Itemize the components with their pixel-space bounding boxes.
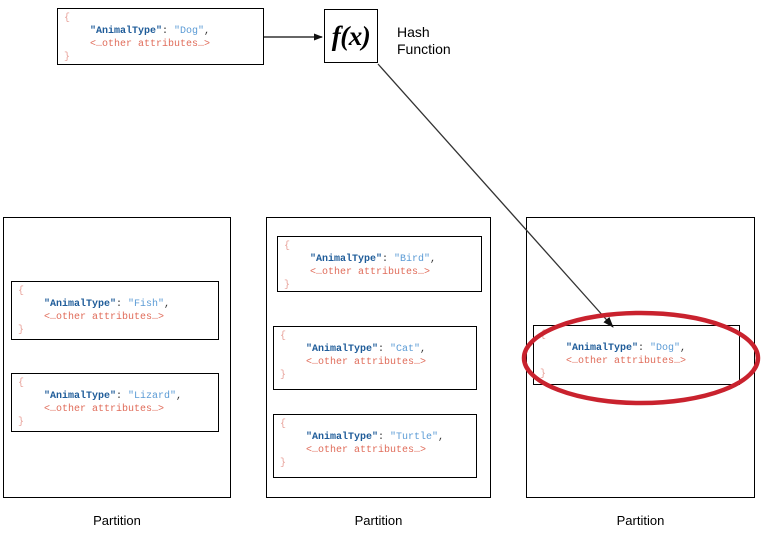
record-value: "Dog" — [650, 343, 681, 354]
record-attributes: <…other attributes…> — [44, 404, 165, 415]
hash-function-label-text: Hash Function — [397, 24, 451, 57]
record-key: "AnimalType" — [44, 299, 117, 310]
input-colon: : — [162, 26, 175, 37]
record-key: "AnimalType" — [44, 391, 117, 402]
record-attributes: <…other attributes…> — [310, 267, 431, 278]
record-value: "Cat" — [390, 344, 421, 355]
partition-label-text: Partition — [616, 513, 665, 528]
record-key: "AnimalType" — [306, 344, 379, 355]
input-close-brace: } — [64, 52, 71, 63]
record-colon: : — [378, 344, 391, 355]
record-attributes: <…other attributes…> — [44, 312, 165, 323]
record-value: "Lizard" — [128, 391, 177, 402]
partition-3-label: Partition — [526, 513, 755, 528]
partition-1-record-1-box: { "AnimalType": "Fish", <…other attribut… — [11, 281, 219, 340]
partition-2-record-3-box: { "AnimalType": "Turtle", <…other attrib… — [273, 414, 477, 478]
record-open-brace: { — [540, 330, 547, 341]
record-open-brace: { — [18, 378, 25, 389]
record-key: "AnimalType" — [306, 432, 379, 443]
partition-2-record-2-box: { "AnimalType": "Cat", <…other attribute… — [273, 326, 477, 390]
input-attributes: <…other attributes…> — [90, 39, 211, 50]
record-open-brace: { — [280, 419, 287, 430]
partition-2-label: Partition — [266, 513, 491, 528]
record-close-brace: } — [280, 370, 287, 381]
record-comma: , — [430, 254, 437, 265]
record-colon: : — [382, 254, 395, 265]
record-open-brace: { — [280, 331, 287, 342]
hash-function-text: f(x) — [331, 20, 371, 51]
hash-function-box: f(x) — [324, 9, 378, 63]
input-comma: , — [204, 26, 211, 37]
input-key: "AnimalType" — [90, 26, 163, 37]
record-comma: , — [420, 344, 427, 355]
partition-label-text: Partition — [93, 513, 141, 528]
record-close-brace: } — [280, 458, 287, 469]
record-value: "Bird" — [394, 254, 431, 265]
record-comma: , — [176, 391, 183, 402]
input-open-brace: { — [64, 13, 71, 24]
record-close-brace: } — [18, 417, 25, 428]
partition-1-box — [3, 217, 231, 498]
input-value: "Dog" — [174, 26, 205, 37]
record-comma: , — [438, 432, 445, 443]
record-attributes: <…other attributes…> — [306, 357, 427, 368]
record-close-brace: } — [284, 280, 291, 291]
hash-function-label: Hash Function — [397, 24, 487, 58]
record-attributes: <…other attributes…> — [306, 445, 427, 456]
record-value: "Turtle" — [390, 432, 439, 443]
partition-label-text: Partition — [354, 513, 403, 528]
record-colon: : — [638, 343, 651, 354]
record-colon: : — [116, 391, 129, 402]
record-key: "AnimalType" — [566, 343, 639, 354]
partition-3-record-1-box: { "AnimalType": "Dog", <…other attribute… — [533, 325, 740, 385]
record-colon: : — [378, 432, 391, 443]
record-comma: , — [680, 343, 687, 354]
partition-1-label: Partition — [3, 513, 231, 528]
record-open-brace: { — [18, 286, 25, 297]
record-value: "Fish" — [128, 299, 165, 310]
record-colon: : — [116, 299, 129, 310]
record-attributes: <…other attributes…> — [566, 356, 687, 367]
record-close-brace: } — [18, 325, 25, 336]
record-key: "AnimalType" — [310, 254, 383, 265]
input-record-box: { "AnimalType": "Dog", <…other attribute… — [57, 8, 264, 65]
record-close-brace: } — [540, 369, 547, 380]
partition-2-record-1-box: { "AnimalType": "Bird", <…other attribut… — [277, 236, 482, 292]
record-open-brace: { — [284, 241, 291, 252]
record-comma: , — [164, 299, 171, 310]
partition-1-record-2-box: { "AnimalType": "Lizard", <…other attrib… — [11, 373, 219, 432]
